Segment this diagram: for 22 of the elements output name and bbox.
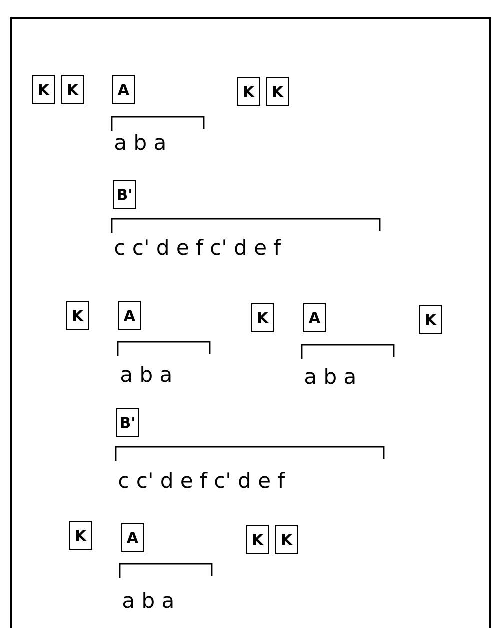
letter-box: K xyxy=(69,521,92,550)
letter-box: K xyxy=(32,75,56,104)
sequence-label: a b a xyxy=(115,134,165,150)
letter-box: K xyxy=(275,525,298,554)
sequence-label: c c' d e f c' d e f xyxy=(115,239,282,256)
letter-box: K xyxy=(251,303,274,332)
letter-box: B' xyxy=(113,180,136,210)
letter-box: A xyxy=(118,301,142,330)
sequence-label: a b a xyxy=(123,592,173,608)
letter-box: K xyxy=(246,525,270,554)
sequence-label: a b a xyxy=(121,366,171,382)
letter-box: K xyxy=(266,77,290,106)
letter-box: K xyxy=(419,305,442,334)
sequence-label: a b a xyxy=(305,368,355,384)
letter-box: K xyxy=(61,75,84,104)
letter-box: K xyxy=(66,301,90,330)
letter-box: A xyxy=(121,523,144,552)
sequence-label: c c' d e f c' d e f xyxy=(119,472,286,488)
letter-box: B' xyxy=(116,408,140,438)
letter-box: A xyxy=(112,75,136,104)
letter-box: A xyxy=(303,303,326,332)
letter-box: K xyxy=(237,77,260,106)
